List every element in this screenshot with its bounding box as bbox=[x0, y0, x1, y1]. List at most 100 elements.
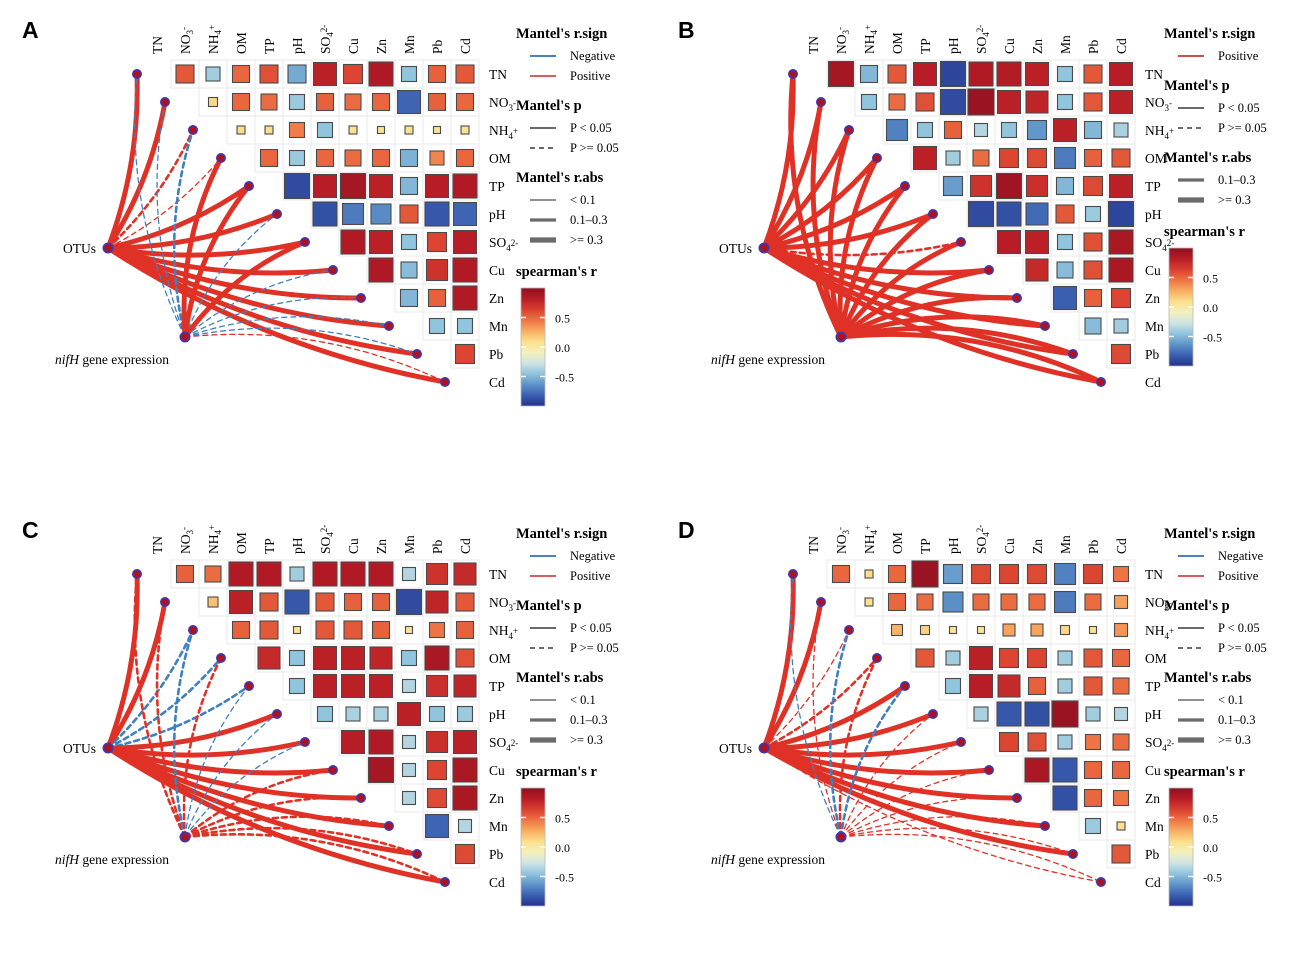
matrix-cell[interactable] bbox=[455, 620, 475, 640]
matrix-cell[interactable] bbox=[1028, 593, 1046, 611]
matrix-cell[interactable] bbox=[342, 63, 364, 85]
matrix-cell[interactable] bbox=[453, 562, 477, 586]
matrix-cell[interactable] bbox=[915, 92, 935, 112]
matrix-cell[interactable] bbox=[371, 592, 391, 612]
matrix-cell[interactable] bbox=[967, 200, 995, 228]
matrix-cell[interactable] bbox=[1083, 92, 1103, 112]
diagonal-node-SO4 2-[interactable] bbox=[299, 737, 310, 748]
matrix-cell[interactable] bbox=[1059, 624, 1071, 636]
diagonal-node-Pb[interactable] bbox=[411, 848, 422, 859]
matrix-cell[interactable] bbox=[426, 759, 448, 781]
matrix-cell[interactable] bbox=[455, 592, 475, 612]
matrix-cell[interactable] bbox=[231, 620, 251, 640]
matrix-cell[interactable] bbox=[257, 646, 281, 670]
mantel-link[interactable] bbox=[105, 211, 280, 251]
matrix-cell[interactable] bbox=[1088, 625, 1098, 635]
matrix-cell[interactable] bbox=[368, 673, 394, 699]
mantel-link[interactable] bbox=[763, 629, 850, 749]
mantel-link[interactable] bbox=[838, 267, 992, 340]
matrix-cell[interactable] bbox=[340, 673, 366, 699]
diagonal-node-pH[interactable] bbox=[927, 209, 938, 220]
matrix-cell[interactable] bbox=[1025, 202, 1049, 226]
matrix-cell[interactable] bbox=[1055, 204, 1075, 224]
matrix-cell[interactable] bbox=[264, 125, 274, 135]
matrix-cell[interactable] bbox=[919, 624, 931, 636]
diagonal-node-Mn[interactable] bbox=[383, 820, 394, 831]
diagonal-node-Cu[interactable] bbox=[327, 764, 338, 775]
matrix-cell[interactable] bbox=[1024, 229, 1050, 255]
mantel-link[interactable] bbox=[172, 128, 195, 339]
matrix-cell[interactable] bbox=[288, 149, 306, 167]
matrix-cell[interactable] bbox=[424, 173, 450, 199]
matrix-cell[interactable] bbox=[1083, 260, 1103, 280]
matrix-cell[interactable] bbox=[228, 561, 254, 587]
matrix-cell[interactable] bbox=[1113, 706, 1129, 722]
matrix-cell[interactable] bbox=[205, 66, 221, 82]
mantel-link[interactable] bbox=[184, 269, 334, 338]
mantel-link[interactable] bbox=[828, 628, 851, 839]
diagonal-node-Cd[interactable] bbox=[439, 876, 450, 887]
matrix-cell[interactable] bbox=[996, 201, 1022, 227]
mantel-link[interactable] bbox=[761, 711, 936, 751]
mantel-node-nifh[interactable] bbox=[179, 831, 191, 843]
matrix-cell[interactable] bbox=[968, 61, 994, 87]
matrix-cell[interactable] bbox=[260, 93, 278, 111]
matrix-cell[interactable] bbox=[1083, 760, 1103, 780]
matrix-cell[interactable] bbox=[457, 818, 473, 834]
matrix-cell[interactable] bbox=[1056, 65, 1074, 83]
mantel-link[interactable] bbox=[134, 73, 186, 338]
matrix-cell[interactable] bbox=[1113, 122, 1129, 138]
matrix-cell[interactable] bbox=[452, 729, 478, 755]
diagonal-node-OM[interactable] bbox=[872, 153, 883, 164]
diagonal-node-pH[interactable] bbox=[271, 709, 282, 720]
matrix-cell[interactable] bbox=[995, 172, 1023, 200]
matrix-cell[interactable] bbox=[1108, 173, 1134, 199]
mantel-link[interactable] bbox=[837, 155, 880, 340]
matrix-cell[interactable] bbox=[1083, 148, 1103, 168]
diagonal-node-NH4+[interactable] bbox=[188, 125, 199, 136]
matrix-cell[interactable] bbox=[340, 229, 366, 255]
matrix-cell[interactable] bbox=[312, 673, 338, 699]
matrix-cell[interactable] bbox=[401, 566, 417, 582]
matrix-cell[interactable] bbox=[973, 706, 989, 722]
matrix-cell[interactable] bbox=[888, 93, 906, 111]
diagonal-node-NO3-[interactable] bbox=[816, 597, 827, 608]
diagonal-node-Mn[interactable] bbox=[1039, 820, 1050, 831]
matrix-cell[interactable] bbox=[1052, 285, 1078, 311]
matrix-cell[interactable] bbox=[1108, 89, 1134, 115]
matrix-cell[interactable] bbox=[368, 61, 394, 87]
diagonal-node-SO4 2-[interactable] bbox=[955, 737, 966, 748]
mantel-link[interactable] bbox=[762, 656, 879, 750]
matrix-cell[interactable] bbox=[368, 229, 394, 255]
matrix-cell[interactable] bbox=[1026, 563, 1048, 585]
matrix-cell[interactable] bbox=[1056, 93, 1074, 111]
mantel-link[interactable] bbox=[105, 245, 448, 385]
diagonal-node-SO4 2-[interactable] bbox=[299, 237, 310, 248]
matrix-cell[interactable] bbox=[396, 701, 422, 727]
matrix-cell[interactable] bbox=[341, 202, 365, 226]
matrix-cell[interactable] bbox=[1084, 317, 1102, 335]
matrix-cell[interactable] bbox=[998, 647, 1020, 669]
matrix-cell[interactable] bbox=[455, 148, 475, 168]
matrix-cell[interactable] bbox=[315, 148, 335, 168]
mantel-link[interactable] bbox=[184, 213, 278, 338]
matrix-cell[interactable] bbox=[998, 147, 1020, 169]
matrix-cell[interactable] bbox=[368, 257, 394, 283]
matrix-cell[interactable] bbox=[425, 674, 449, 698]
matrix-cell[interactable] bbox=[1110, 287, 1132, 309]
mantel-link[interactable] bbox=[182, 183, 252, 340]
mantel-link[interactable] bbox=[810, 99, 844, 340]
mantel-link[interactable] bbox=[761, 155, 880, 251]
matrix-cell[interactable] bbox=[1052, 117, 1078, 143]
matrix-cell[interactable] bbox=[864, 569, 874, 579]
matrix-cell[interactable] bbox=[1056, 261, 1074, 279]
matrix-cell[interactable] bbox=[427, 288, 447, 308]
matrix-cell[interactable] bbox=[859, 64, 879, 84]
matrix-cell[interactable] bbox=[1108, 229, 1134, 255]
matrix-cell[interactable] bbox=[371, 92, 391, 112]
mantel-link[interactable] bbox=[184, 713, 278, 838]
matrix-cell[interactable] bbox=[315, 592, 335, 612]
matrix-cell[interactable] bbox=[1000, 121, 1018, 139]
matrix-cell[interactable] bbox=[939, 88, 967, 116]
matrix-cell[interactable] bbox=[1082, 175, 1104, 197]
